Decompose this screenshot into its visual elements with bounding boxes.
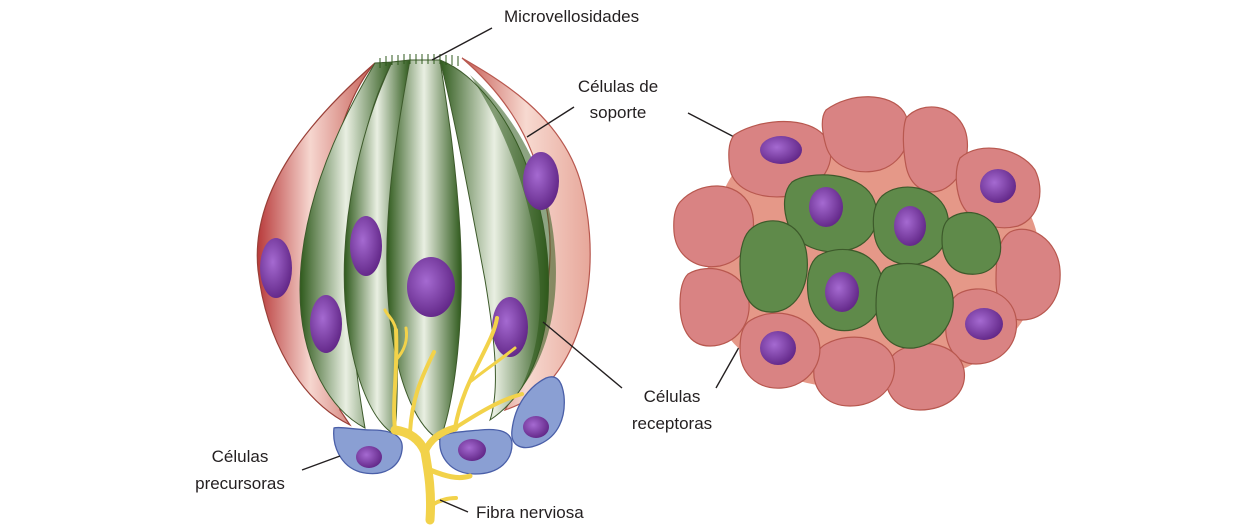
support-cell [902,106,969,193]
label-microvilli: Microvellosidades [504,7,639,26]
nucleus [407,257,455,317]
support-cell [885,343,965,411]
support-cell [821,96,910,173]
label-precursor-cells-line1: Células [212,447,269,466]
nucleus [809,187,843,227]
taste-bud-cross-section [673,96,1061,411]
nucleus [965,308,1003,340]
leader-nerve-fiber [439,499,469,513]
support-cell [813,336,895,407]
leader-microvilli [431,27,493,61]
support-cell [679,267,750,347]
receptor-cell [875,262,954,349]
leader-support-cells-left [526,106,575,138]
nucleus [760,331,796,365]
support-cell [673,185,755,268]
nucleus [980,169,1016,203]
nucleus [356,446,382,468]
nucleus [894,206,926,246]
nucleus [310,295,342,353]
nucleus [260,238,292,298]
receptor-cell [941,211,1002,275]
label-support-cells-line1: Células de [578,77,658,96]
nucleus [492,297,528,357]
support-cell [995,228,1061,321]
nucleus [825,272,859,312]
nucleus [760,136,802,164]
microvilli-tufts [379,54,459,68]
receptor-cell [739,220,808,313]
taste-bud-side-view: Microvellosidades Células de soporte Cél… [195,7,761,525]
nucleus [350,216,382,276]
leader-support-cells-right [687,112,741,141]
nerve-fiber [383,308,524,525]
receptor-cell-5 [470,75,556,390]
label-receptor-cells-line2: receptoras [632,414,712,433]
label-receptor-cells-line1: Células [644,387,701,406]
leader-precursor-cells [301,455,341,471]
label-support-cells-line2: soporte [590,103,647,122]
nucleus [523,416,549,438]
leader-receptor-cells-left [542,321,623,389]
nucleus [523,152,559,210]
label-precursor-cells-line2: precursoras [195,474,285,493]
label-nerve-fiber: Fibra nerviosa [476,503,584,522]
nucleus [458,439,486,461]
